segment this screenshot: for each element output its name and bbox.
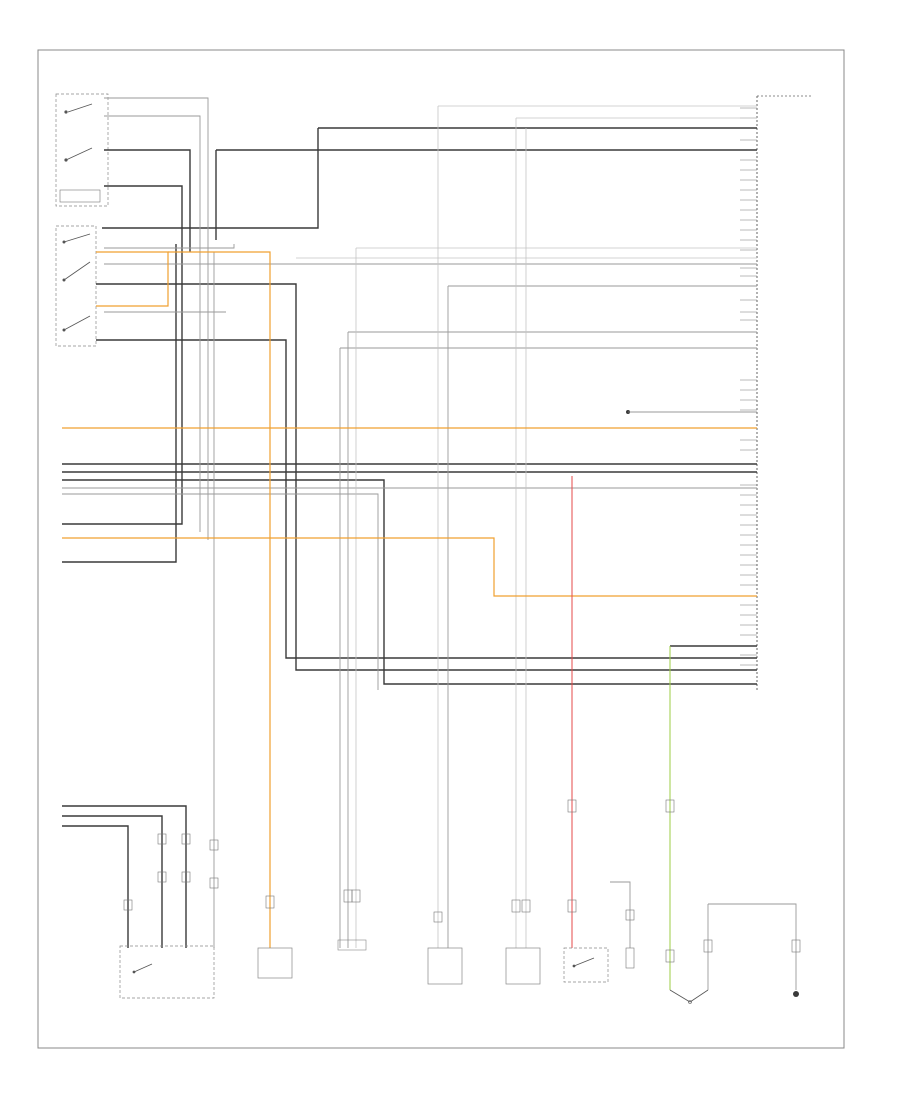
splice-marker [626,410,757,414]
wire-gray-10 [62,493,379,690]
bottom-component-pass-seat-sensor-2 [505,947,541,985]
top-left-switch-box [55,93,109,207]
wire-black-10 [62,244,177,563]
module-pin-ticks [740,107,757,666]
wire-black-12 [62,805,187,948]
bottom-component-rear-right-lock [257,947,293,979]
wire-gray-13 [708,903,797,990]
wire-black-5 [96,283,757,671]
wire-gray-1 [104,97,209,540]
wires-orange [62,251,757,948]
wire-black-6 [96,339,757,659]
bottom-component-courtesy-lamp [669,989,709,1004]
wires-black [62,127,757,948]
ground-icon [793,991,799,997]
wire-black-14 [62,825,129,948]
wire-orange-1 [96,251,169,307]
wire-black-1-drop [102,128,319,229]
bottom-component-left-front-door-switch [563,947,609,983]
wire-orange-4 [62,537,757,597]
bottom-component-pass-lock-unit [119,945,215,999]
bottom-component-fuse [625,947,635,969]
wire-black-4 [62,185,183,525]
bottom-component-ground [793,991,799,997]
inline-connectors [123,799,801,963]
wire-gray-12 [610,881,631,948]
diagram-border [37,49,845,1049]
top-left-switch-component [55,93,109,207]
left-front-door-component [55,225,97,347]
bottom-component-pass-seat-sensor-1 [427,947,463,985]
bottom-component-rear-left-lock [337,939,367,951]
wire-orange-2 [168,251,271,948]
main-module-connector [756,95,812,692]
wires-gray [62,97,797,990]
wire-black-7 [62,479,757,685]
left-front-door-box [55,225,97,347]
wire-black-3 [104,149,191,252]
wire-black-13 [62,815,163,948]
wire-gray-3 [104,244,235,249]
wires-light [296,105,757,948]
wire-gray-2 [104,115,201,532]
